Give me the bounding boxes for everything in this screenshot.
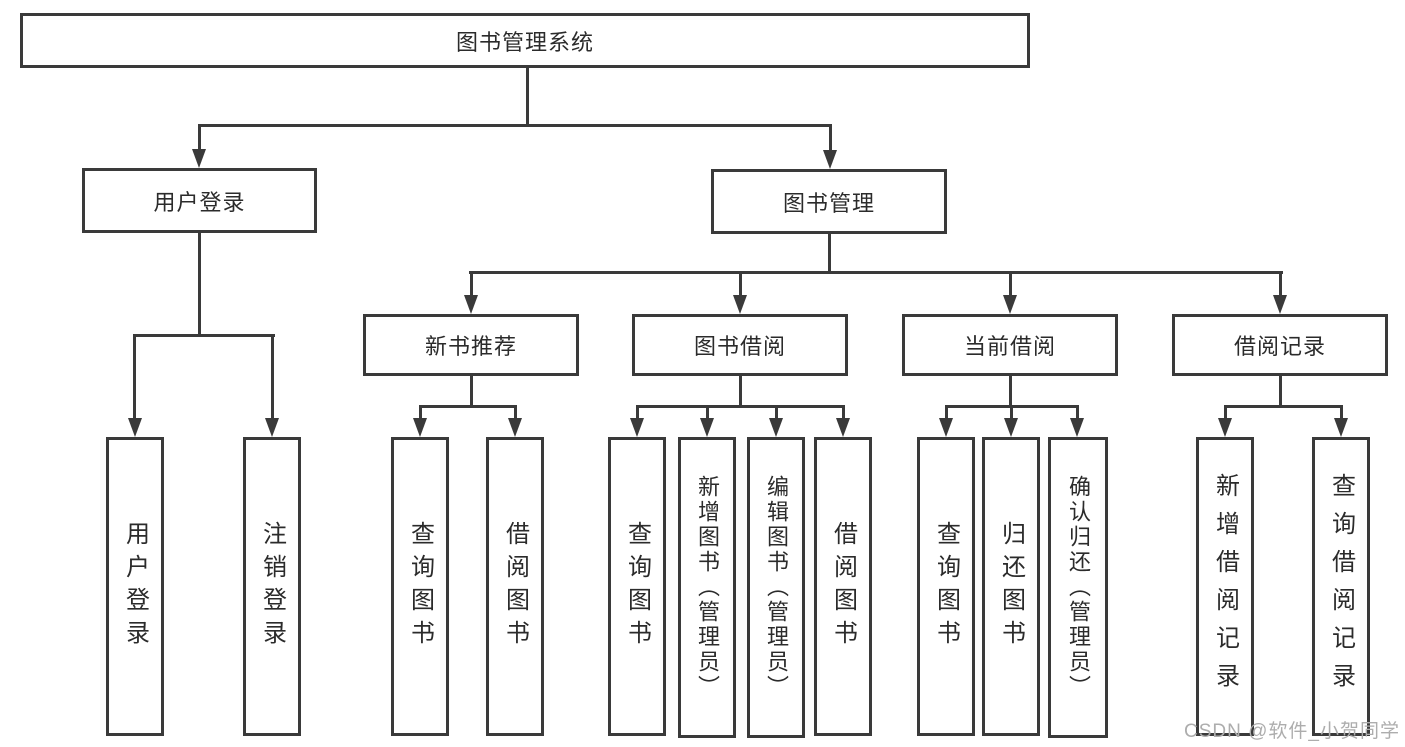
arrowhead-down-icon	[1070, 418, 1084, 437]
leaf-add-books-admin: 新增图书（管理员）	[678, 437, 736, 738]
connector-line	[775, 405, 778, 421]
connector-line	[133, 334, 275, 337]
connector-line	[636, 405, 844, 408]
node-new-book-recommend: 新书推荐	[363, 314, 579, 376]
connector-line	[198, 233, 201, 337]
connector-line	[514, 405, 517, 421]
connector-line	[739, 376, 742, 408]
connector-line	[1076, 405, 1079, 421]
leaf-query-books: 查询图书	[391, 437, 449, 736]
node-current-borrowing: 当前借阅	[902, 314, 1118, 376]
connector-line	[198, 124, 832, 127]
arrowhead-down-icon	[836, 418, 850, 437]
node-borrowing-records: 借阅记录	[1172, 314, 1388, 376]
arrowhead-down-icon	[769, 418, 783, 437]
connector-line	[198, 124, 201, 152]
node-label: 借阅记录	[1233, 334, 1326, 359]
connector-line	[419, 405, 422, 421]
connector-line	[1224, 405, 1342, 408]
leaf-logout: 注销登录	[243, 437, 301, 736]
leaf-edit-books-admin: 编辑图书（管理员）	[747, 437, 805, 738]
leaf-add-borrow-record: 新增借阅记录	[1196, 437, 1254, 736]
connector-line	[739, 271, 742, 297]
node-label: 图书借阅	[693, 334, 786, 359]
arrowhead-down-icon	[700, 418, 714, 437]
node-label: 当前借阅	[963, 334, 1056, 359]
leaf-query-books: 查询图书	[917, 437, 975, 736]
arrowhead-down-icon	[265, 418, 279, 437]
connector-line	[1224, 405, 1227, 421]
arrowhead-down-icon	[192, 149, 206, 168]
node-label: 用户登录	[153, 189, 246, 215]
connector-line	[1009, 376, 1012, 408]
arrowhead-down-icon	[464, 295, 478, 314]
connector-line	[271, 334, 274, 420]
leaf-return-books: 归还图书	[982, 437, 1040, 736]
connector-line	[1279, 271, 1282, 297]
connector-line	[706, 405, 709, 421]
connector-line	[1340, 405, 1343, 421]
connector-line	[1009, 271, 1012, 297]
arrowhead-down-icon	[1004, 418, 1018, 437]
node-book-borrowing: 图书借阅	[632, 314, 848, 376]
connector-line	[828, 234, 831, 274]
connector-line	[419, 405, 516, 408]
arrowhead-down-icon	[1218, 418, 1232, 437]
arrowhead-down-icon	[630, 418, 644, 437]
connector-line	[470, 271, 473, 297]
leaf-query-books: 查询图书	[608, 437, 666, 736]
arrowhead-down-icon	[128, 418, 142, 437]
node-label: 图书管理	[782, 190, 875, 216]
arrowhead-down-icon	[1273, 295, 1287, 314]
arrowhead-down-icon	[508, 418, 522, 437]
node-library-management-system: 图书管理系统	[20, 13, 1030, 68]
node-user-login: 用户登录	[82, 168, 317, 233]
connector-line	[636, 405, 639, 421]
arrowhead-down-icon	[1334, 418, 1348, 437]
arrowhead-down-icon	[823, 150, 837, 169]
arrowhead-down-icon	[413, 418, 427, 437]
arrowhead-down-icon	[1003, 295, 1017, 314]
arrowhead-down-icon	[939, 418, 953, 437]
node-book-management: 图书管理	[711, 169, 947, 234]
leaf-borrow-books: 借阅图书	[486, 437, 544, 736]
connector-line	[1279, 376, 1282, 408]
node-label: 新书推荐	[424, 334, 517, 359]
leaf-confirm-return-admin: 确认归还（管理员）	[1048, 437, 1108, 738]
connector-line	[945, 405, 948, 421]
connector-line	[469, 271, 1283, 274]
leaf-borrow-books: 借阅图书	[814, 437, 872, 736]
connector-line	[526, 67, 529, 127]
leaf-query-borrow-record: 查询借阅记录	[1312, 437, 1370, 736]
connector-line	[1010, 405, 1013, 421]
connector-line	[470, 376, 473, 408]
connector-line	[133, 334, 136, 420]
connector-line	[829, 124, 832, 152]
arrowhead-down-icon	[733, 295, 747, 314]
leaf-user-login: 用户登录	[106, 437, 164, 736]
connector-line	[842, 405, 845, 421]
node-label: 图书管理系统	[455, 29, 594, 55]
